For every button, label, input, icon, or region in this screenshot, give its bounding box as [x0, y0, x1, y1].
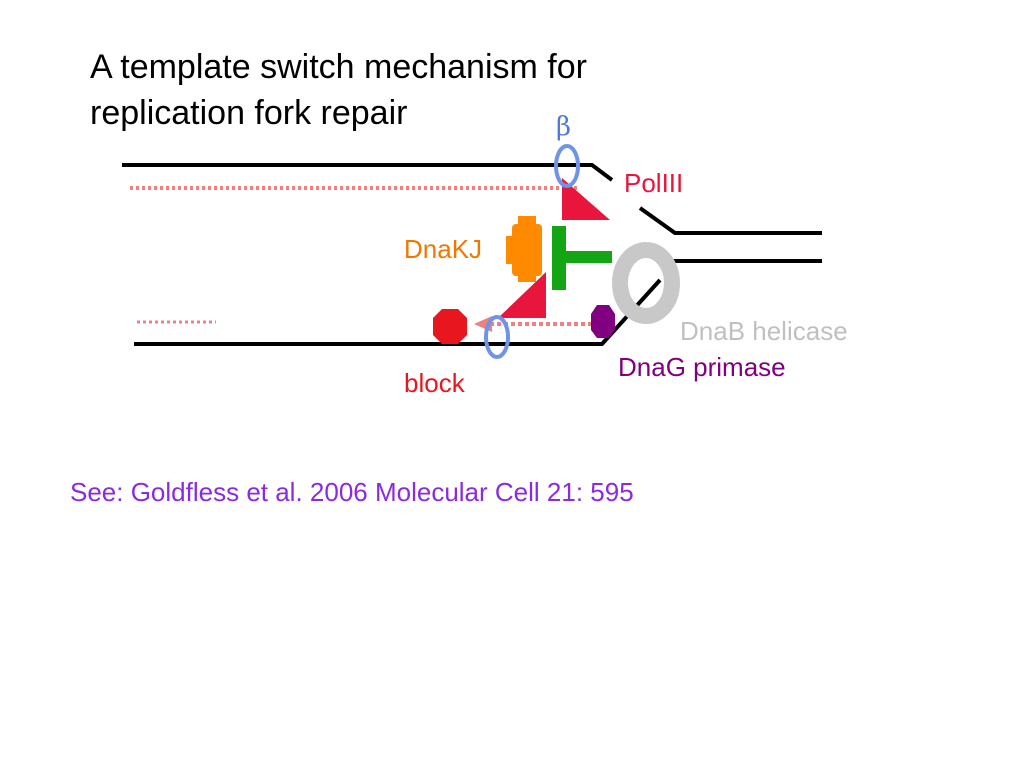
- slide-title: A template switch mechanism for replicat…: [90, 44, 730, 136]
- upper-parental-strand-right: [638, 206, 822, 235]
- block-label: block: [404, 368, 465, 398]
- lower-template-strand: [134, 278, 662, 346]
- dnakj-lobe-top: [518, 216, 536, 226]
- dnakj-lobe-bottom: [518, 274, 536, 282]
- tau-horizontal-bar: [566, 251, 612, 263]
- poliii-lagging-triangle: [498, 272, 546, 318]
- title-line-1: A template switch mechanism for: [90, 48, 587, 86]
- tau-vertical-bar: [552, 226, 566, 290]
- beta-clamp-upper: [554, 144, 580, 188]
- dnab-helicase-ring: [612, 242, 680, 324]
- dnakj-body: [512, 224, 542, 276]
- beta-clamp-lower: [484, 315, 510, 359]
- poliii-leading-triangle: [562, 178, 610, 220]
- citation: See: Goldfless et al. 2006 Molecular Cel…: [70, 477, 634, 507]
- beta-clamp-label: β: [556, 112, 572, 142]
- dnag-primase-label: DnaG primase: [618, 352, 786, 382]
- block-octagon: [433, 309, 467, 344]
- dnag-primase-hexagon: [591, 305, 615, 338]
- poliii-label: PolIII: [624, 168, 684, 198]
- dnab-helicase-label: DnaB helicase: [680, 316, 848, 346]
- title-line-2: replication fork repair: [90, 94, 408, 132]
- dnakj-label: DnaKJ: [404, 234, 483, 264]
- upper-template-strand: [122, 163, 614, 182]
- dnakj-lobe-left: [506, 236, 514, 264]
